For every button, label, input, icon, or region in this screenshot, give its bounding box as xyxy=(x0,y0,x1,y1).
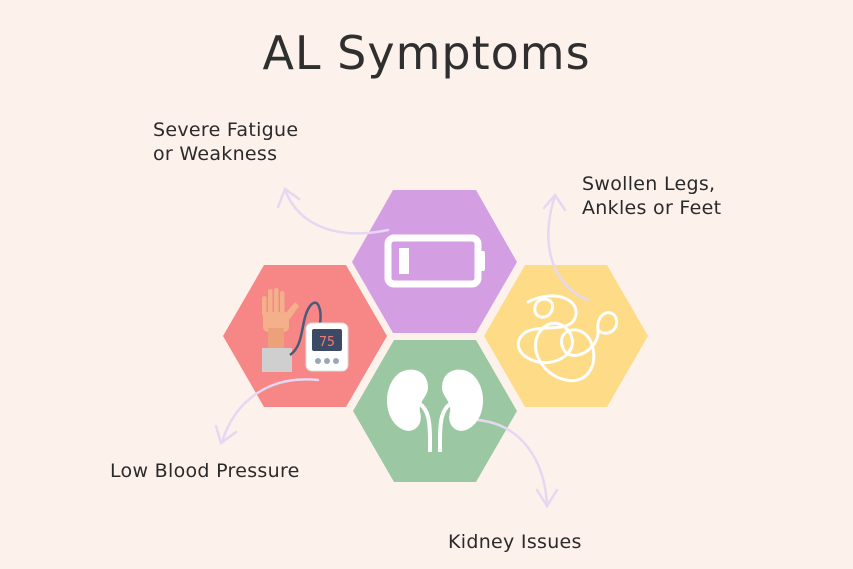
monitor-screen xyxy=(312,329,342,351)
monitor-reading: 75 xyxy=(319,335,335,350)
monitor-button-1 xyxy=(315,358,321,364)
hand-icon xyxy=(262,288,299,350)
hexagon-fatigue xyxy=(352,190,517,333)
hexagon-blood-pressure xyxy=(223,265,387,407)
arrow-bp-head xyxy=(214,424,238,446)
hexagon-kidney xyxy=(353,340,517,482)
symptom-label-swollen: Swollen Legs, Ankles or Feet xyxy=(582,172,721,220)
arrow-bp xyxy=(220,378,320,444)
symptom-label-blood-pressure: Low Blood Pressure xyxy=(110,460,300,482)
symptom-label-swollen-line1: Swollen Legs, xyxy=(582,173,716,195)
kidneys-icon xyxy=(386,369,484,452)
monitor-button-3 xyxy=(333,358,339,364)
monitor-button-2 xyxy=(324,358,330,364)
hexagon-swollen xyxy=(484,265,648,407)
battery-low-icon xyxy=(384,234,485,288)
symptom-label-fatigue-line1: Severe Fatigue xyxy=(153,119,299,141)
arrows xyxy=(214,187,590,509)
page-title: AL Symptoms xyxy=(262,26,591,80)
arrow-swollen xyxy=(547,194,590,302)
arrow-kidney-head xyxy=(535,488,559,509)
arrow-fatigue-head xyxy=(276,187,301,209)
arrow-kidney xyxy=(476,418,549,507)
symptom-label-swollen-line2: Ankles or Feet xyxy=(582,197,722,219)
symptom-label-fatigue-line2: or Weakness xyxy=(153,143,278,165)
symptom-label-kidney: Kidney Issues xyxy=(448,531,582,553)
symptom-label-fatigue: Severe Fatigue or Weakness xyxy=(153,118,298,166)
cuff-icon xyxy=(262,348,292,372)
blood-pressure-monitor-icon: 75 xyxy=(262,288,349,372)
arrow-swollen-head xyxy=(542,192,567,212)
tangled-line-icon xyxy=(516,294,619,383)
arrow-fatigue xyxy=(283,188,390,235)
